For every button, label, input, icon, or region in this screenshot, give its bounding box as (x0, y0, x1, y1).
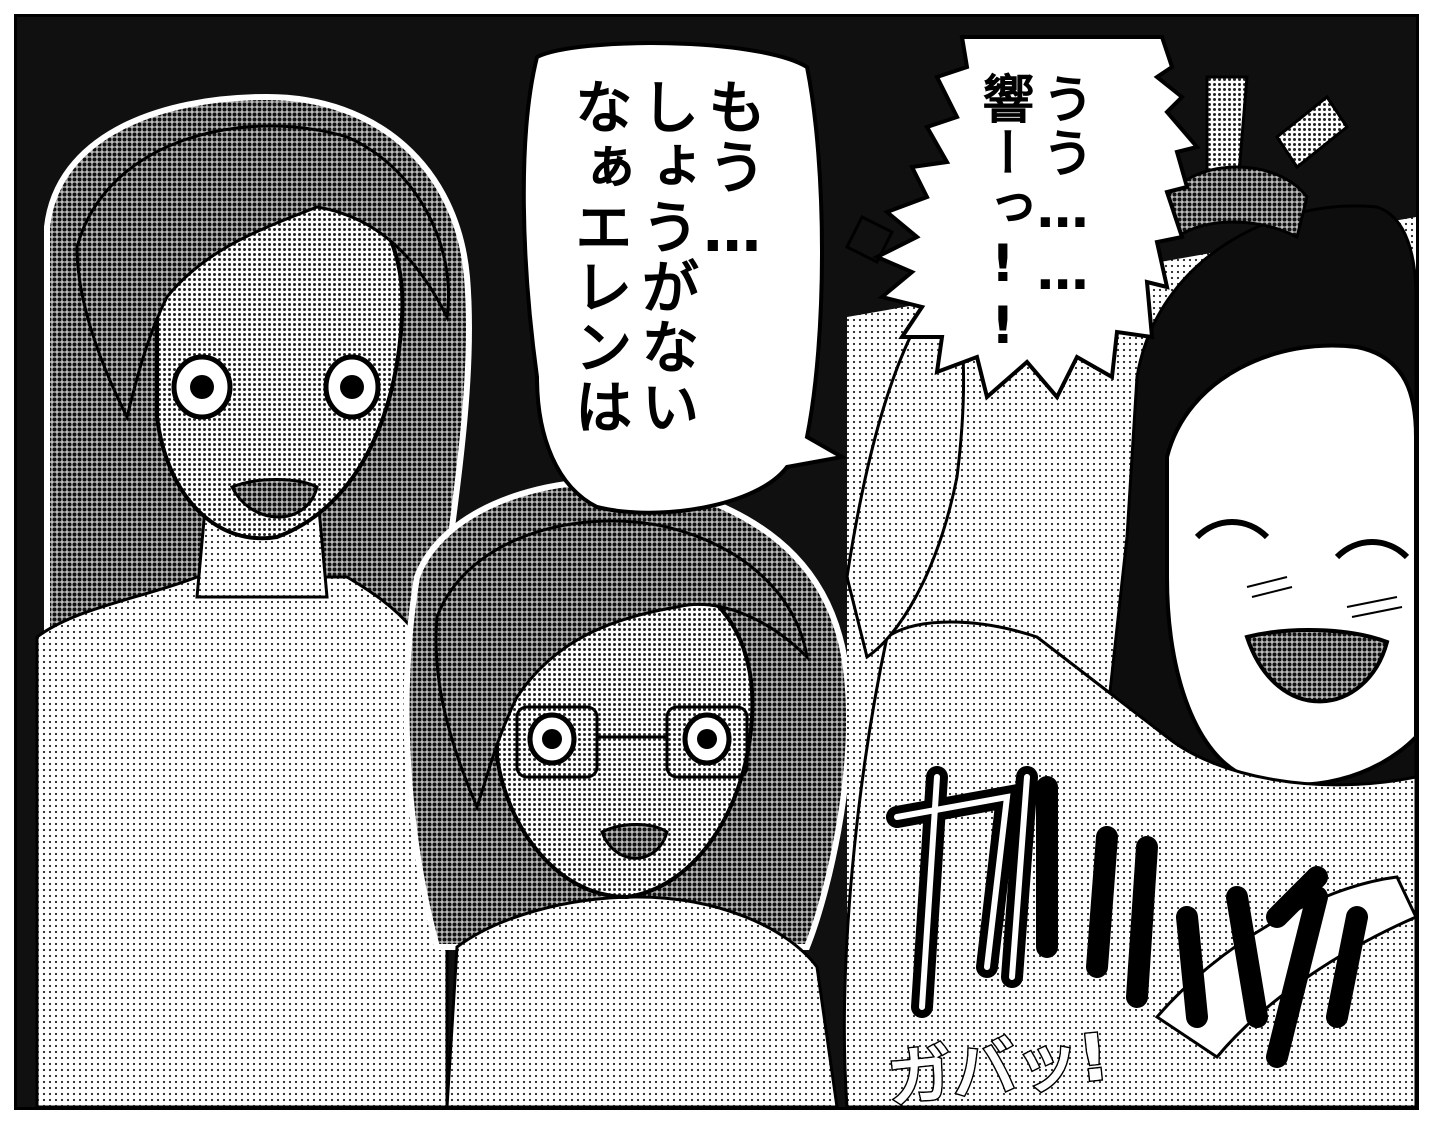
left-speech-bubble-shape (521, 41, 848, 515)
right-bubble-line-1: うう…… (1032, 72, 1093, 304)
left-bubble-line-2: しょうがない (631, 77, 700, 437)
left-bubble-line-3: なぁエレンは (564, 77, 633, 437)
right-speech-bubble: うう…… 響ーっ!! (972, 72, 1093, 358)
middle-character-body (445, 895, 839, 1107)
manga-panel: もう… しょうがない なぁエレンは うう…… 響ーっ!! ガバッ! (14, 14, 1419, 1110)
left-character-body (35, 575, 449, 1107)
left-bubble-line-1: もう… (698, 77, 767, 267)
right-speech-bubble-shape (872, 35, 1201, 401)
right-bubble-line-2: 響ーっ!! (972, 72, 1033, 358)
panel-artwork (35, 35, 1416, 1107)
left-speech-bubble: もう… しょうがない なぁエレンは (564, 77, 767, 437)
right-character-face (1165, 343, 1416, 787)
